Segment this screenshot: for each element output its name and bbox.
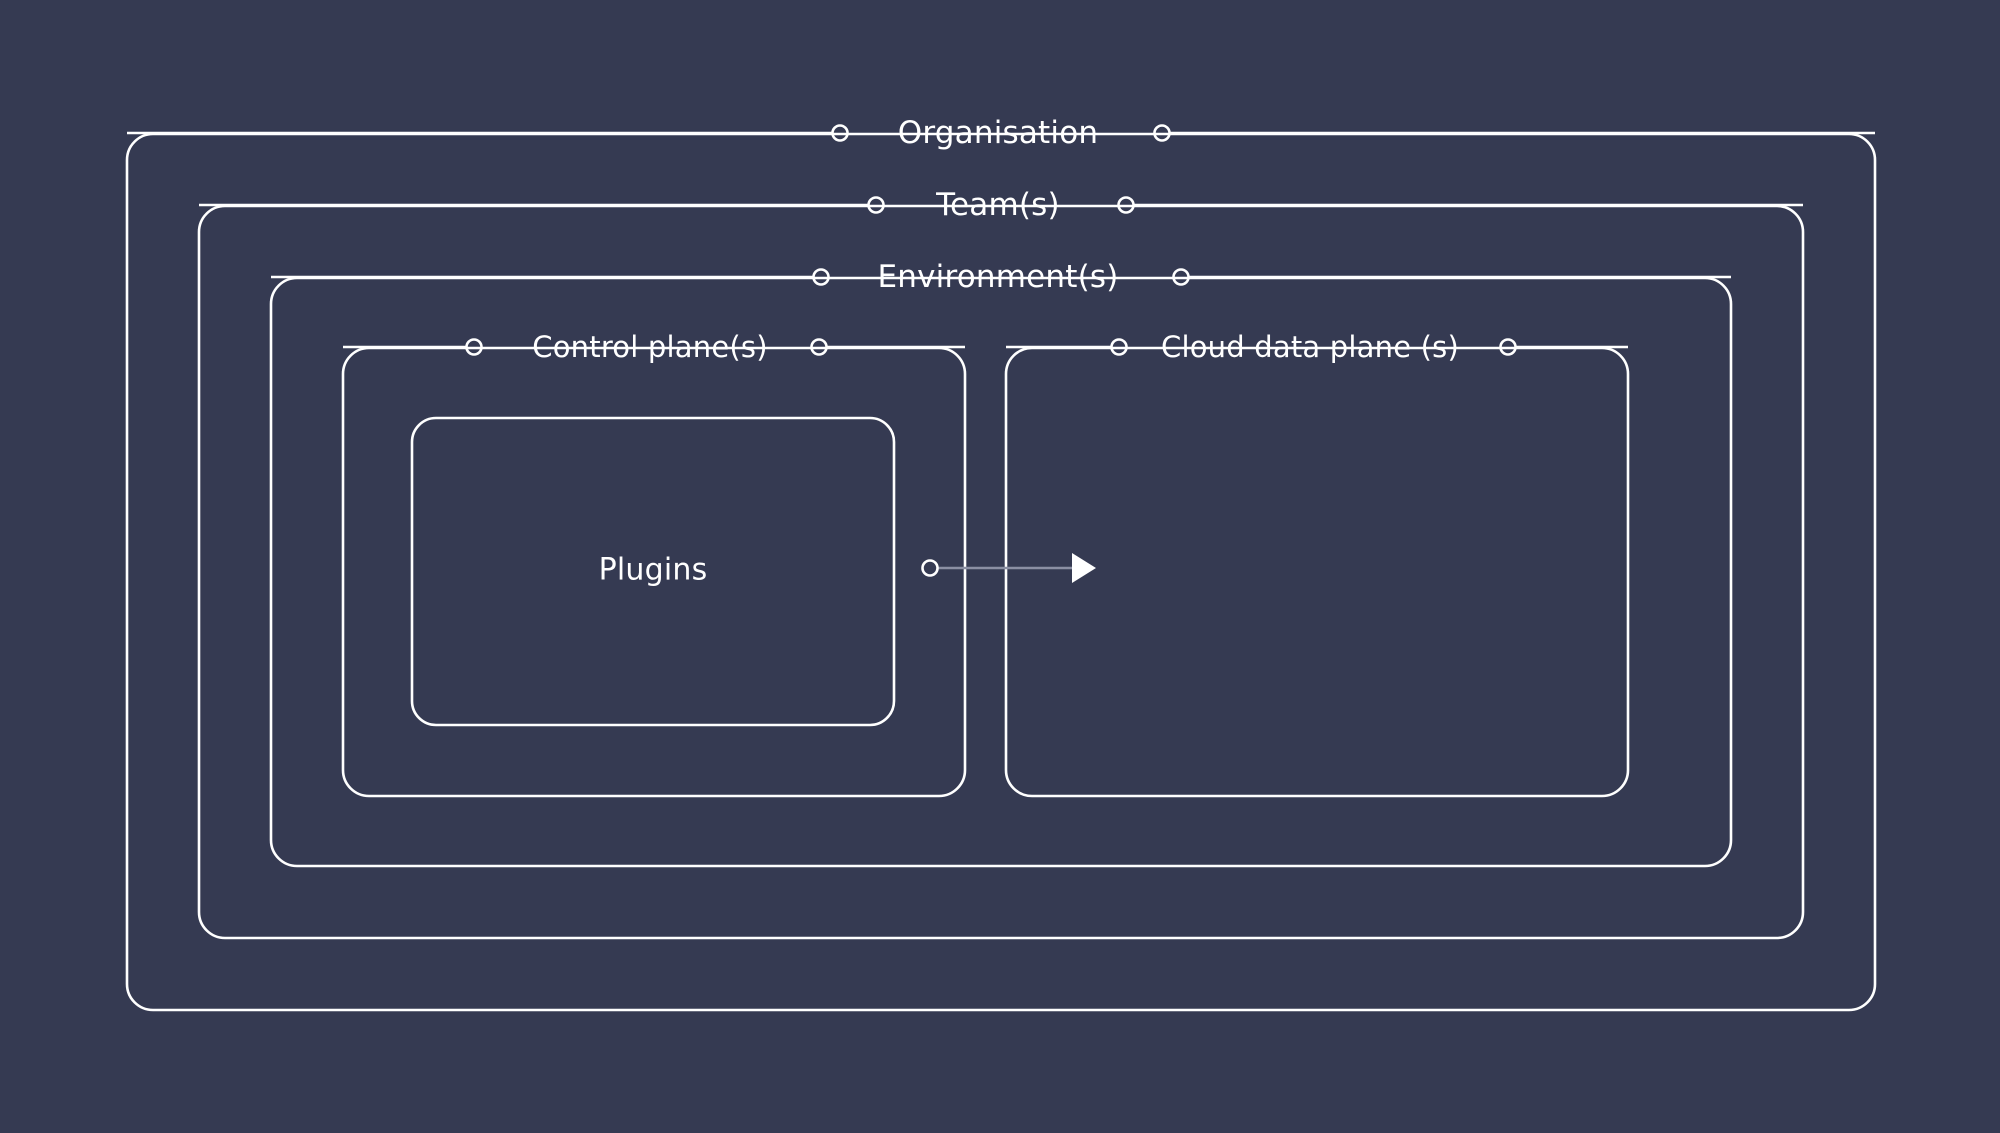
flow-arrow-source-dot — [921, 559, 939, 577]
control-plane-boundary[interactable] — [341, 346, 967, 798]
plugins-boundary[interactable] — [410, 416, 896, 727]
cloud-data-plane-left-connector-dot — [1110, 338, 1128, 356]
team-right-connector-dot — [1117, 196, 1135, 214]
plane-group-cloud-data-plane[interactable] — [1004, 338, 1630, 798]
plane-group-control-plane[interactable] — [341, 338, 967, 798]
control-plane-left-connector-dot — [465, 338, 483, 356]
level-group-environment[interactable] — [269, 268, 1733, 868]
control-plane-right-connector-dot — [810, 338, 828, 356]
organisation-boundary[interactable] — [125, 132, 1877, 1012]
organisation-left-connector-dot — [831, 124, 849, 142]
level-group-organisation[interactable] — [125, 124, 1877, 1012]
plugins-group[interactable] — [410, 416, 896, 727]
level-group-team[interactable] — [197, 196, 1805, 940]
environment-boundary[interactable] — [269, 276, 1733, 868]
environment-right-connector-dot — [1172, 268, 1190, 286]
team-boundary[interactable] — [197, 204, 1805, 940]
cloud-data-plane-boundary[interactable] — [1004, 346, 1630, 798]
cloud-data-plane-right-connector-dot — [1499, 338, 1517, 356]
flow-arrow-head-icon — [1072, 553, 1096, 583]
organisation-right-connector-dot — [1153, 124, 1171, 142]
flow-arrow-plugins-to-cloud-data-plane — [921, 553, 1096, 583]
environment-left-connector-dot — [812, 268, 830, 286]
team-left-connector-dot — [867, 196, 885, 214]
